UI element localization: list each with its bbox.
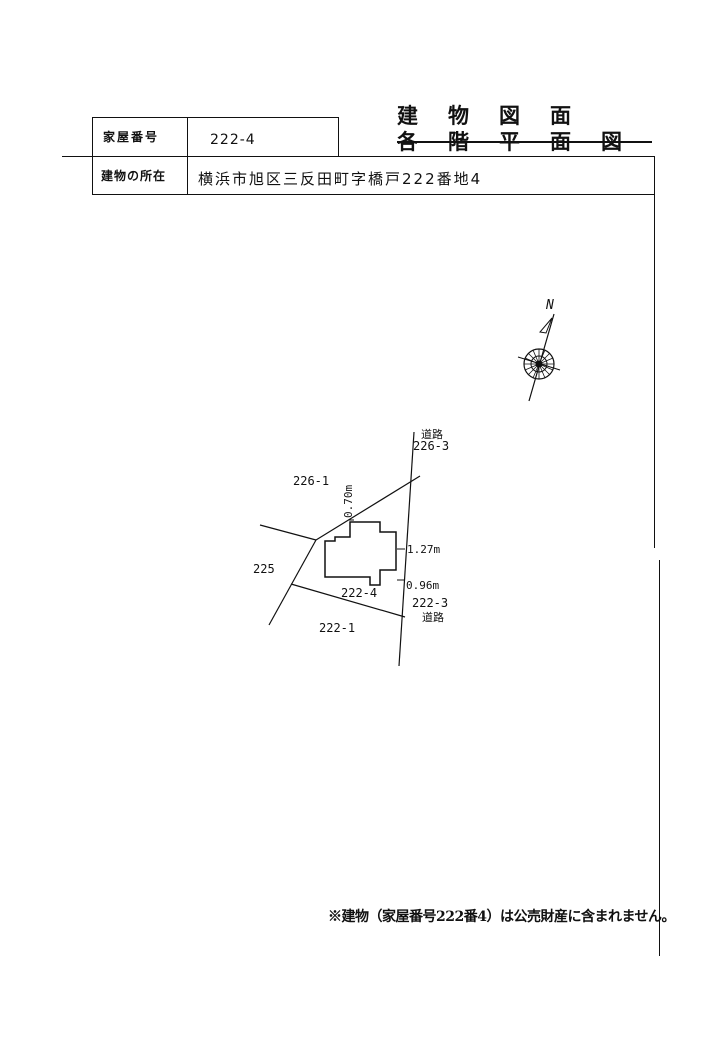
location-label: 建物の所在 xyxy=(101,169,167,183)
header-left-border xyxy=(92,117,93,194)
road-bottom-label: 道路 xyxy=(422,610,444,624)
drawing-title: 建物図面 xyxy=(397,103,601,128)
house-number-value: 222-4 xyxy=(210,132,256,148)
lot-222-1-label: 222-1 xyxy=(319,621,355,635)
building-outline xyxy=(324,521,397,586)
compass-rose-icon xyxy=(517,313,561,402)
header-top-line xyxy=(92,117,338,118)
header-value-divider xyxy=(338,117,339,156)
lot-222-4-label: 222-4 xyxy=(341,586,377,600)
location-value: 横浜市旭区三反田町字橋戸222番地4 xyxy=(198,170,483,188)
lot-boundary-225-south xyxy=(268,539,317,626)
page-right-border-bottom xyxy=(659,560,660,956)
header-long-line xyxy=(62,156,654,157)
header-col-divider xyxy=(187,117,188,194)
distance-right-2: 0.96m xyxy=(406,579,439,592)
floor-plan-title-struck: 各階平面図 xyxy=(397,129,652,154)
road-line-east xyxy=(398,431,415,667)
road-top-label: 道路 xyxy=(421,427,443,441)
distance-top: 0.70m xyxy=(342,485,355,518)
road-line-diagonal xyxy=(315,475,421,541)
exclusion-note: ※建物（家屋番号222番4）は公売財産に含まれません。 xyxy=(328,909,676,925)
house-number-label: 家屋番号 xyxy=(103,130,160,144)
header-bottom-line xyxy=(92,194,654,195)
road-top-number: 226-3 xyxy=(413,439,449,453)
page-right-border-top xyxy=(654,156,655,548)
lot-boundary-225-west xyxy=(259,524,317,541)
lot-225-label: 225 xyxy=(253,562,275,576)
road-bottom-number: 222-3 xyxy=(412,596,448,610)
compass-north-label: N xyxy=(545,298,554,313)
lot-boundary-222-south xyxy=(290,583,406,618)
lot-226-1-label: 226-1 xyxy=(293,474,329,488)
distance-right-1: 1.27m xyxy=(407,543,440,556)
